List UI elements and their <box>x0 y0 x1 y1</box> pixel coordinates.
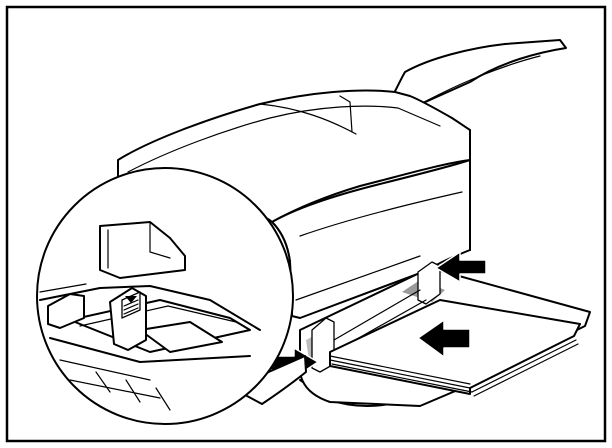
arrow-left-icon <box>417 319 471 358</box>
triangle-mark-icon <box>125 296 137 303</box>
detail-magnifier <box>36 167 307 425</box>
arrow-left-icon <box>435 251 487 283</box>
